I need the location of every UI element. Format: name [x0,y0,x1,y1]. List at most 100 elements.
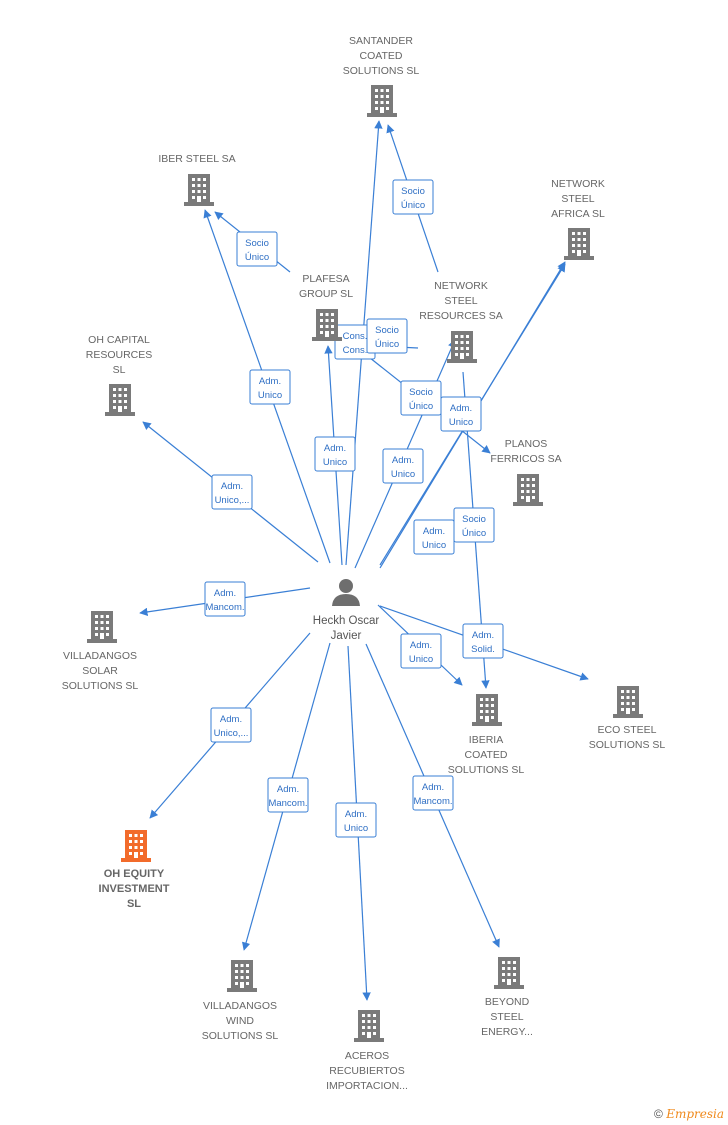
company-node-network-africa[interactable]: NETWORK STEEL AFRICA SL [551,178,605,260]
edge-label[interactable]: Adm.Unico,... [211,474,253,510]
edge-label-box [382,448,424,484]
building-icon [513,474,543,506]
company-name: COATED [465,749,508,761]
building-icon [121,830,151,862]
edge-label-text: Unico [344,823,368,834]
company-name: SOLUTIONS SL [343,65,420,77]
edge-label[interactable]: Adm.Unico,... [210,707,252,743]
edge-label[interactable]: Adm. Mancom. [204,581,246,617]
building-icon [354,1010,384,1042]
edge-label[interactable]: Adm. Mancom. [267,777,309,813]
edge-label-box [211,474,253,510]
company-name: SOLUTIONS SL [62,680,139,692]
edge-label[interactable]: Adm.Unico [314,436,356,472]
edge-label-text: Socio [375,325,399,336]
company-node-iber-steel[interactable]: IBER STEEL SA [158,153,236,206]
edge-label-text: Adm. [472,630,494,641]
company-node-eco-steel[interactable]: ECO STEEL SOLUTIONS SL [589,686,666,751]
edge-label[interactable]: Adm.Unico [400,633,442,669]
edge-label-text: Unico [391,469,415,480]
edge-label-text: Único [409,401,433,412]
company-name: STEEL [490,1011,523,1023]
edge-label[interactable]: Adm.Mancom. [412,775,454,811]
edge-label-text: Adm. [345,809,367,820]
company-name: AFRICA SL [551,208,605,220]
edge-label-text: Mancom. [205,602,244,613]
edge-label-box [267,777,309,813]
edge-label-box [412,775,454,811]
edge-label-text: Adm. [214,588,236,599]
company-name: ENERGY... [481,1026,533,1038]
building-icon [447,331,477,363]
edge-label-text: Adm. [277,784,299,795]
edge-label-box [210,707,252,743]
company-name: ECO STEEL [598,724,657,736]
edge-label-text: Unico,... [214,728,249,739]
company-name: ACEROS [345,1050,389,1062]
company-name: RECUBIERTOS [329,1065,404,1077]
company-name: SL [113,364,126,376]
company-name: SOLUTIONS SL [589,739,666,751]
company-name: NETWORK [434,280,488,292]
company-name: SL [127,898,141,910]
building-icon [613,686,643,718]
edge-label[interactable]: Adm.Unico [440,396,482,432]
edge-label-box [462,623,504,659]
building-icon [564,228,594,260]
building-icon [87,611,117,643]
company-name: VILLADANGOS [63,650,137,662]
company-name: STEEL [444,295,477,307]
company-name: FERRICOS SA [490,453,561,465]
edge-label-box [249,369,291,405]
person-icon [332,579,360,606]
company-node-aceros[interactable]: ACEROS RECUBIERTOS IMPORTACION... [326,1010,408,1092]
company-name: WIND [226,1015,254,1027]
edge-label[interactable]: Adm.Unico [249,369,291,405]
company-name: PLANOS [505,438,548,450]
edge-label-text: Cons. [343,331,368,342]
edge-label-box [440,396,482,432]
company-name: OH EQUITY [104,868,165,880]
company-name: IBER STEEL SA [158,153,235,165]
company-name: STEEL [561,193,594,205]
edge-label-text: Socio [462,514,486,525]
company-name: SOLUTIONS SL [448,764,525,776]
edge-label-text: Único [245,252,269,263]
edge-label-text: Socio [245,238,269,249]
company-name: IMPORTACION... [326,1080,408,1092]
edge-label-text: Mancom. [268,798,307,809]
edge-label[interactable]: Adm. Unico [335,802,377,838]
edge-label-box [453,507,495,543]
company-name: SANTANDER [349,35,413,47]
edge-label-text: Unico,... [215,495,250,506]
building-icon [105,384,135,416]
company-name: NETWORK [551,178,605,190]
building-icon [367,85,397,117]
edge-label[interactable]: Adm. Solid. [462,623,504,659]
company-node-planos[interactable]: PLANOS FERRICOS SA [490,438,562,506]
company-node-beyond[interactable]: BEYONDSTEELENERGY... [481,957,533,1038]
company-name: SOLUTIONS SL [202,1030,279,1042]
edge-label-text: Solid. [471,644,495,655]
edge-label[interactable]: Adm.Unico [413,519,455,555]
building-icon [227,960,257,992]
edge-label-box [314,436,356,472]
edge-label-box [400,633,442,669]
edge-label-text: Unico [409,654,433,665]
edge-label-text: Adm. [259,376,281,387]
edge-label[interactable]: Adm.Unico [382,448,424,484]
